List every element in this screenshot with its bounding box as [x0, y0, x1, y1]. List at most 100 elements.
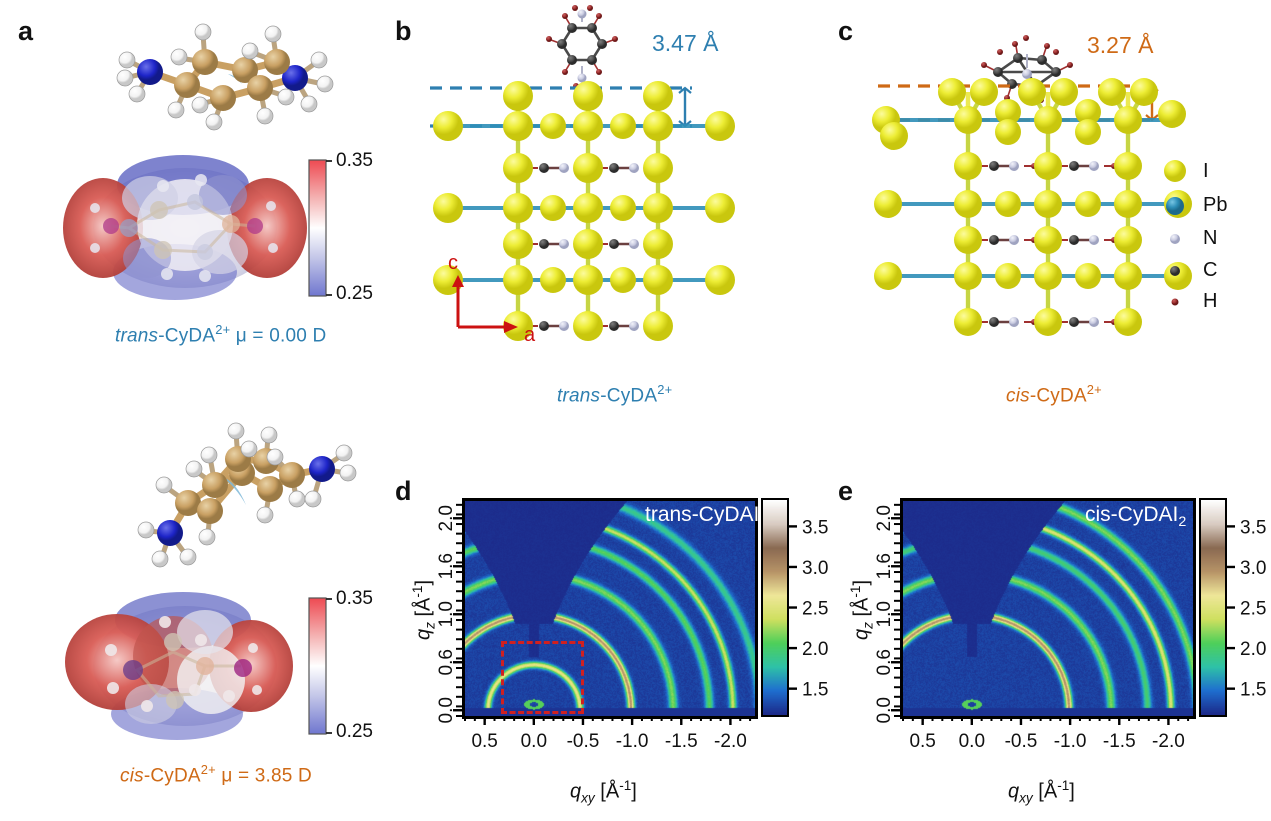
- plot-e-ylabel-q: q: [851, 629, 873, 640]
- y-tick-label: 2.0: [436, 505, 457, 531]
- y-tick-label: 0.0: [436, 697, 457, 723]
- colorbar-tick-label: 3.5: [802, 517, 828, 538]
- giwaxs-image: [900, 498, 1196, 719]
- panel-b-caption: trans-CyDA2+: [557, 382, 672, 407]
- distance-label-b: 3.47 Å: [652, 30, 719, 57]
- plot-e-ylabel-unit-end: ]: [851, 580, 873, 586]
- plot-d-xlabel: qxy [Å-1]: [570, 778, 637, 806]
- y-tick-label: 1.6: [436, 553, 457, 579]
- axis-label-a-b: a: [524, 324, 535, 347]
- panel-c-caption-charge: 2+: [1087, 382, 1102, 397]
- plot-e-title: cis-CyDAI2: [1085, 503, 1186, 530]
- plot-d-ylabel-unit: [Å: [413, 598, 435, 617]
- trans-cyda-caption: trans-CyDA2+ μ = 0.00 D: [115, 322, 326, 347]
- panel-letter-a: a: [18, 18, 33, 45]
- esp-colorbar-max-cis: 0.35: [336, 588, 373, 610]
- plot-e-title-prefix: cis: [1085, 503, 1111, 526]
- plot-d-title: trans-CyDAI2: [645, 503, 767, 530]
- colorbar-gradient: [1199, 498, 1227, 717]
- plot-e-xlabel-unit-sup: -1: [1057, 778, 1069, 793]
- giwaxs-image: [462, 498, 758, 719]
- colorbar-tick-label: 1.5: [1240, 680, 1266, 701]
- panel-b-caption-body: -CyDA: [600, 385, 657, 406]
- legend-item-I: I: [1203, 160, 1209, 183]
- x-tick-label: 0.0: [521, 731, 547, 752]
- panel-letter-c: c: [838, 18, 853, 45]
- x-tick-label: -2.0: [1152, 731, 1185, 752]
- plot-e-ylabel-sub: z: [861, 622, 876, 629]
- colorbar-tick-label: 3.0: [1240, 558, 1266, 579]
- colorbar-tick-label: 2.0: [1240, 639, 1266, 660]
- y-tick-label: 1.0: [436, 601, 457, 627]
- panel-letter-e: e: [838, 478, 853, 505]
- panel-c-caption: cis-CyDA2+: [1006, 382, 1102, 407]
- plot-d-xlabel-unit-sup: -1: [619, 778, 631, 793]
- esp-colorbar-trans: [305, 158, 335, 298]
- cis-caption-charge: 2+: [201, 762, 216, 777]
- x-tick-label: -0.5: [1005, 731, 1038, 752]
- x-tick-label: 0.5: [909, 731, 935, 752]
- panel-c-caption-body: -CyDA: [1030, 385, 1087, 406]
- plot-e-title-sub: 2: [1178, 514, 1186, 530]
- panel-letter-d: d: [395, 478, 412, 505]
- colorbar-tick-label: 2.5: [1240, 599, 1266, 620]
- plot-d-ylabel-sub: z: [423, 622, 438, 629]
- x-tick-label: 0.0: [959, 731, 985, 752]
- y-tick-label: 0.6: [436, 649, 457, 675]
- plot-d-ylabel-q: q: [413, 629, 435, 640]
- panel-letter-b: b: [395, 18, 412, 45]
- cis-cyda-caption: cis-CyDA2+ μ = 3.85 D: [120, 762, 312, 787]
- panel-b-caption-charge: 2+: [657, 382, 672, 397]
- cis-caption-prefix: cis: [120, 765, 144, 786]
- plot-e-xlabel: qxy [Å-1]: [1008, 778, 1075, 806]
- distance-label-c: 3.27 Å: [1087, 32, 1154, 59]
- legend-item-H: H: [1203, 290, 1217, 313]
- legend-item-Pb: Pb: [1203, 194, 1227, 217]
- plot-e-xlabel-sub: xy: [1019, 791, 1033, 806]
- plot-e-title-body: -CyDAI: [1111, 503, 1179, 526]
- y-tick-label: 1.6: [874, 553, 895, 579]
- cis-caption-body: -CyDA: [144, 765, 201, 786]
- cis-caption-mu: μ = 3.85 D: [216, 765, 312, 786]
- trans-esp-surface: [55, 140, 315, 315]
- panel-b-caption-prefix: trans: [557, 385, 600, 406]
- trans-caption-mu: μ = 0.00 D: [230, 325, 326, 346]
- legend-item-N: N: [1203, 227, 1217, 250]
- colorbar-tick-label: 2.5: [802, 599, 828, 620]
- plot-d-xlabel-unit-end: ]: [631, 781, 637, 803]
- x-tick-label: -1.0: [616, 731, 649, 752]
- plot-d-xlabel-sub: xy: [581, 791, 595, 806]
- esp-colorbar-max-trans: 0.35: [336, 150, 373, 172]
- colorbar-tick-label: 1.5: [802, 680, 828, 701]
- x-tick-label: 0.5: [471, 731, 497, 752]
- esp-colorbar-min-trans: 0.25: [336, 283, 373, 305]
- cis-esp-surface: [55, 578, 315, 753]
- plot-e-ylabel-unit-sup: -1: [848, 586, 863, 598]
- y-tick-label: 0.6: [874, 649, 895, 675]
- colorbar-gradient: [761, 498, 789, 717]
- plot-e-ylabel-unit: [Å: [851, 598, 873, 617]
- trans-molecule-structure: [55, 10, 355, 150]
- colorbar-d: 1.52.02.53.03.5: [761, 498, 789, 717]
- atom-legend: I Pb N C H: [1155, 158, 1265, 313]
- colorbar-e: 1.52.02.53.03.5: [1199, 498, 1227, 717]
- x-tick-label: -2.0: [714, 731, 747, 752]
- cis-molecule-structure: [70, 415, 370, 580]
- legend-item-C: C: [1203, 259, 1217, 282]
- giwaxs-plot-e: 0.50.0-0.5-1.0-1.5-2.00.00.61.01.62.0: [900, 498, 1196, 719]
- trans-caption-prefix: trans: [115, 325, 158, 346]
- x-tick-label: -1.0: [1054, 731, 1087, 752]
- y-tick-label: 1.0: [874, 601, 895, 627]
- x-tick-label: -1.5: [665, 731, 698, 752]
- y-tick-label: 0.0: [874, 697, 895, 723]
- plot-d-ylabel-unit-end: ]: [413, 580, 435, 586]
- plot-d-ylabel-unit-sup: -1: [410, 586, 425, 598]
- colorbar-tick-label: 2.0: [802, 639, 828, 660]
- plot-d-title-body: -CyDAI: [692, 503, 760, 526]
- esp-colorbar-cis: [305, 596, 335, 736]
- panel-c-caption-prefix: cis: [1006, 385, 1030, 406]
- plot-e-xlabel-unit: [Å: [1038, 781, 1057, 803]
- x-tick-label: -0.5: [567, 731, 600, 752]
- plot-d-xlabel-q: q: [570, 781, 581, 803]
- colorbar-tick-label: 3.5: [1240, 517, 1266, 538]
